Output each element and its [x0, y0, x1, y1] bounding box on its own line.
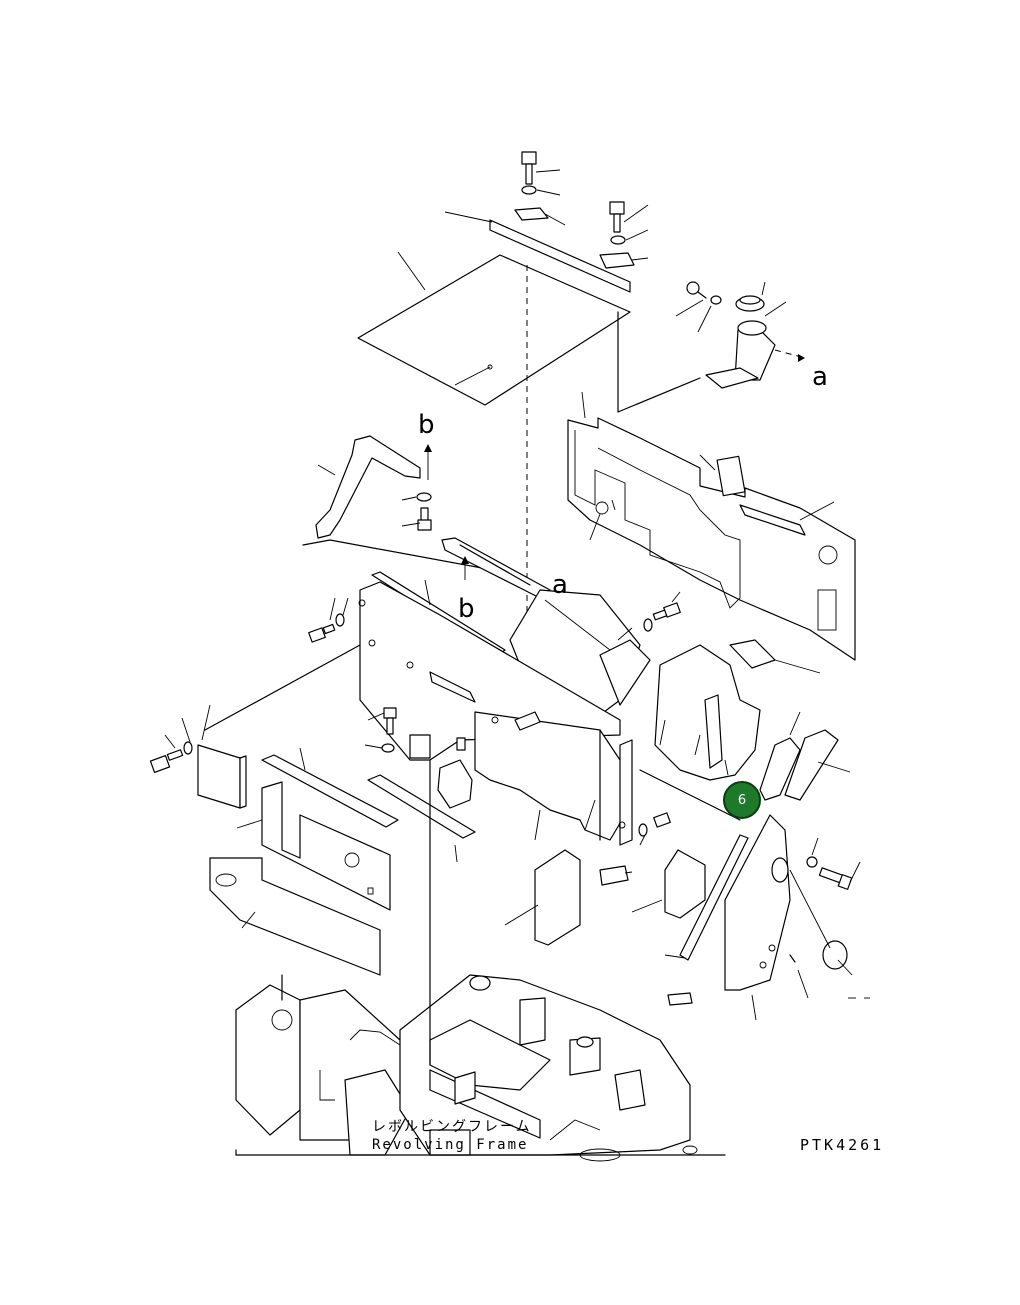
- top-cover-panel: [357, 251, 631, 406]
- center-housing: [358, 581, 651, 886]
- callout-leader: [639, 769, 741, 821]
- top-bolt-1: [521, 151, 561, 196]
- bolts-right: [617, 591, 861, 890]
- view-marker-a-mid: a: [552, 570, 568, 600]
- lower-brackets: [504, 814, 870, 1021]
- view-marker-b-mid: b: [458, 594, 475, 624]
- left-plates: [209, 747, 476, 976]
- filler-neck-assembly: [675, 281, 806, 389]
- part-callout-6[interactable]: 6: [723, 781, 761, 819]
- left-box: [149, 644, 361, 809]
- handrail: [302, 435, 521, 576]
- view-marker-a-top: a: [812, 362, 828, 392]
- top-plate-brackets: [444, 207, 649, 293]
- small-clips: [409, 734, 473, 809]
- guide-line-filler: [617, 311, 701, 413]
- right-cover-group: [654, 639, 851, 801]
- right-side-panel: [567, 391, 856, 661]
- frame-label-japanese: レボルビングフレーム: [372, 1119, 532, 1135]
- drawing-code: PTK4261: [800, 1136, 885, 1154]
- view-marker-b-top: b: [418, 410, 435, 440]
- top-bolt-2: [609, 201, 649, 245]
- frame-label-english: Revolving Frame: [372, 1137, 529, 1153]
- bolts-mid-left: [308, 597, 397, 753]
